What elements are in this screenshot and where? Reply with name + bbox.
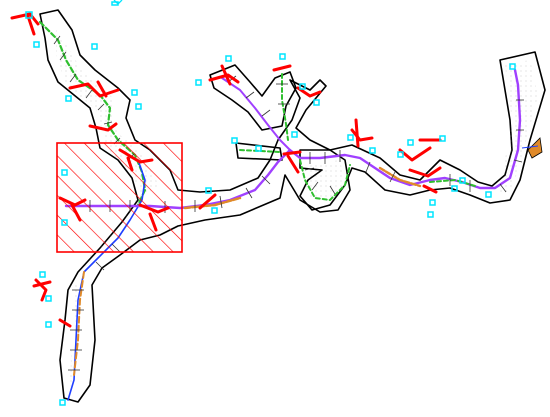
selection-zone[interactable] <box>56 142 183 253</box>
cyan-markers[interactable] <box>25 1 516 406</box>
east-detail <box>521 137 543 159</box>
boundary-ne-fork <box>209 64 297 131</box>
diamond-marker[interactable] <box>113 0 123 5</box>
boundary-left-spur <box>235 142 283 161</box>
boundary-east <box>299 51 546 211</box>
centerline-loop <box>299 159 351 201</box>
red-annotations <box>10 12 442 328</box>
centerline-south-orange <box>73 271 85 376</box>
centerline-trunk <box>64 68 522 210</box>
centerline-ne <box>221 77 291 151</box>
centerline-east-green <box>429 179 476 187</box>
centerline-ne-green <box>281 73 289 141</box>
centerline-east-orange <box>378 166 422 188</box>
